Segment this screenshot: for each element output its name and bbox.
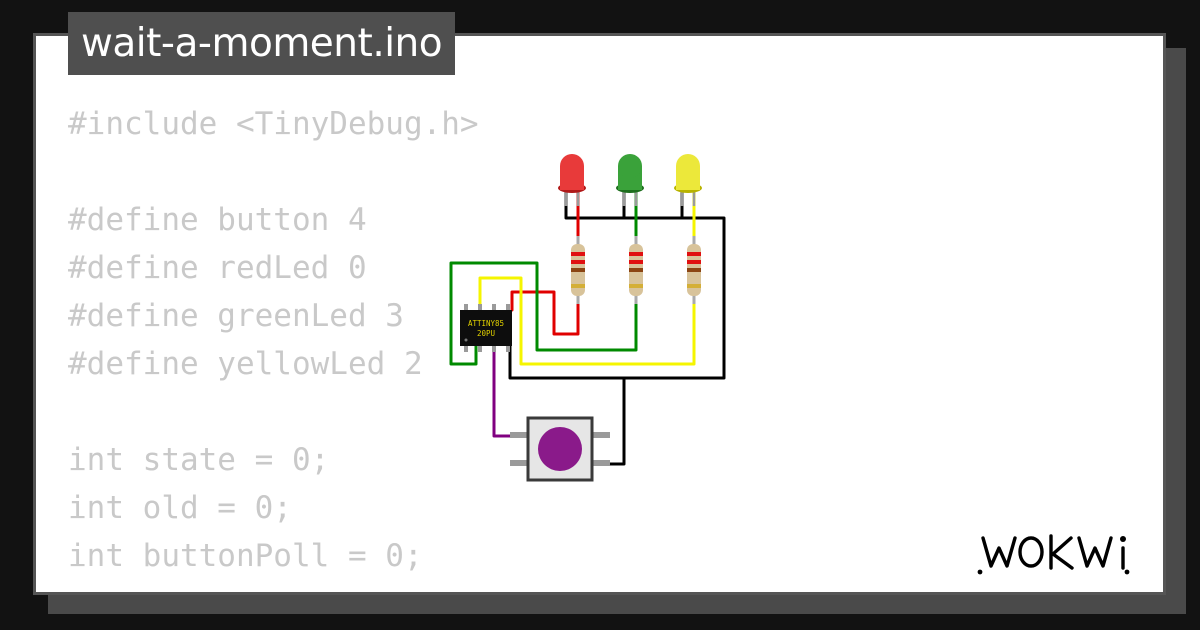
chip-label-1: ATTINY85 [468, 319, 504, 328]
project-title: wait-a-moment.ino [68, 12, 456, 75]
wire-black-button [600, 376, 626, 466]
resistor-yellow[interactable] [687, 236, 701, 304]
code-line [68, 148, 479, 196]
led-red-dome [560, 154, 584, 178]
led-yellow-dome [676, 154, 700, 178]
led-yellow[interactable] [674, 154, 702, 206]
code-line: int old = 0; [68, 490, 292, 526]
resistor-green[interactable] [629, 236, 643, 304]
led-green[interactable] [616, 154, 644, 206]
button-pin [592, 432, 610, 438]
wokwi-logo [977, 534, 1130, 575]
wire-yellow-chip [478, 276, 696, 366]
code-line [68, 388, 479, 436]
wire-green-chip [449, 261, 638, 366]
preview-card [33, 33, 1166, 595]
code-line: #define button 4 [68, 202, 367, 238]
button-pin [510, 460, 528, 466]
circuit-diagram: ATTINY85 20PU [449, 154, 726, 482]
code-line: #define greenLed 3 [68, 298, 404, 334]
code-line: int buttonPoll = 0; [68, 538, 423, 574]
led-green-dome [618, 154, 642, 178]
wire-red-chip [510, 290, 580, 336]
chip-label-2: 20PU [477, 329, 495, 338]
wokwi-logo-dot [1120, 536, 1126, 542]
resistor-red[interactable] [571, 236, 585, 304]
attiny85-chip[interactable]: ATTINY85 20PU [460, 304, 512, 352]
code-line: #define redLed 0 [68, 250, 367, 286]
wire-black-cathodes [508, 190, 726, 380]
pushbutton[interactable] [510, 416, 610, 482]
code-line: int state = 0; [68, 442, 330, 478]
code-line: #include <TinyDebug.h> [68, 106, 479, 142]
chip-pin1-marker [464, 338, 468, 342]
button-pin [510, 432, 528, 438]
chip-body [460, 310, 512, 346]
button-pin [592, 460, 610, 466]
code-line: #define yellowLed 2 [68, 346, 423, 382]
led-red[interactable] [558, 154, 586, 206]
wokwi-logo-dot [977, 569, 983, 575]
button-cap [538, 427, 582, 471]
wire-purple-button [492, 344, 514, 438]
wokwi-logo-dot [1124, 569, 1130, 575]
code-preview: #include <TinyDebug.h> #define button 4 #d… [68, 100, 479, 580]
wokwi-logo-mark [981, 534, 1125, 570]
